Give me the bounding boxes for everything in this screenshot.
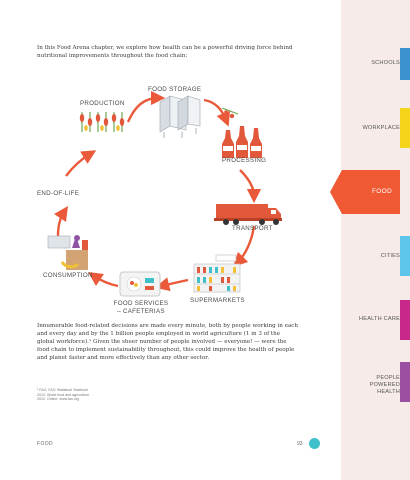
tab-cities[interactable]: CITIES (380, 253, 400, 259)
cycle-arrows (54, 90, 262, 292)
chapter-sidebar (341, 0, 410, 480)
arrow-storage-to-processing (203, 98, 231, 127)
arrow-consumption-to-endoflife (54, 206, 68, 237)
food-chain-diagram (47, 90, 282, 297)
footer-section-name: FOOD (37, 441, 54, 447)
arrow-transport-to-supermarkets (232, 225, 256, 268)
tab-label-line: PEOPLE (376, 375, 400, 381)
label-end-of-life: END-OF-LIFE (37, 190, 80, 197)
production-crops-icon (79, 112, 125, 132)
arrow-foodservices-to-consumption (88, 272, 119, 288)
footnote: ¹ FAO, FAO Statistical Yearbook 2012: Wo… (37, 388, 90, 402)
processing-bottles-icon (221, 107, 262, 158)
tab-label-line: POWERED (369, 381, 400, 388)
label-production: PRODUCTION (80, 100, 125, 107)
page-indicator-dot (309, 438, 320, 449)
consumption-grocery-bag-icon (47, 235, 88, 270)
tab-health-care-color (400, 300, 410, 340)
transport-truck-icon (214, 204, 282, 225)
tab-people-powered-health[interactable]: PEOPLE POWERED HEALTH (370, 375, 400, 396)
page-number: 93 (297, 441, 303, 447)
label-food-storage: FOOD STORAGE (148, 86, 202, 93)
tab-people-powered-health-color (400, 362, 410, 402)
tab-schools-color (400, 48, 410, 80)
label-food-services-line: – CAFETERIAS (117, 308, 165, 315)
tab-health-care[interactable]: HEALTH CARE (359, 316, 400, 322)
food-storage-silo-icon (159, 95, 201, 138)
tab-workplace-color (400, 108, 410, 148)
food-services-tray-icon (119, 271, 161, 297)
arrow-production-to-storage (126, 90, 166, 123)
label-processing: PROCESSING (222, 157, 267, 164)
tab-label-line: HEALTH (377, 388, 400, 395)
arrow-endoflife-to-production (65, 150, 97, 177)
label-transport: TRANSPORT (232, 225, 273, 232)
label-supermarkets: SUPERMARKETS (190, 297, 245, 304)
supermarket-shelves-icon (193, 254, 241, 293)
tab-workplace[interactable]: WORKPLACE (362, 125, 400, 131)
label-food-services: FOOD SERVICES – CAFETERIAS (113, 300, 169, 316)
body-paragraph: Innumerable food-related decisions are m… (37, 323, 299, 361)
arrow-supermarkets-to-foodservices (155, 277, 189, 292)
tab-food[interactable]: FOOD (372, 188, 392, 195)
tab-cities-color (400, 236, 410, 276)
label-consumption: CONSUMPTION (43, 272, 93, 279)
intro-paragraph: In this Food Arena chapter, we explore h… (37, 45, 293, 59)
tab-food-active-marker[interactable] (330, 170, 400, 214)
label-food-services-line: FOOD SERVICES (113, 300, 169, 307)
arrow-processing-to-transport (239, 169, 262, 204)
tab-schools[interactable]: SCHOOLS (371, 60, 400, 66)
